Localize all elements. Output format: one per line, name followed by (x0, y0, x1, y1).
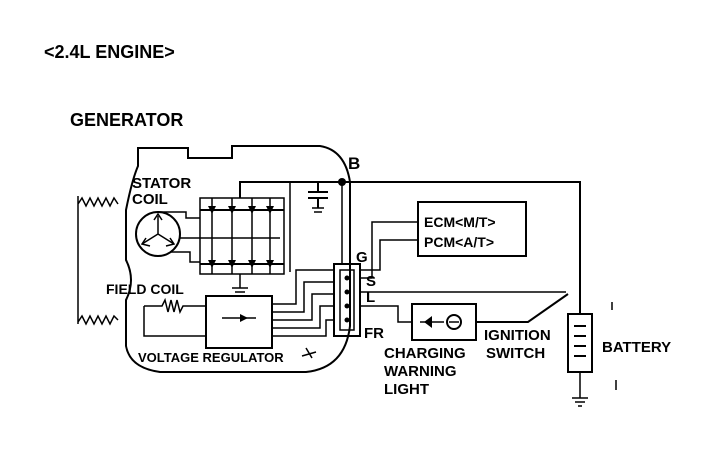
ecm-pcm-box (417, 201, 527, 257)
field-coil-winding-outer (77, 196, 119, 326)
terminal-b-label: B (348, 154, 360, 173)
stator-label-line2: COIL (132, 191, 168, 208)
pcm-label: PCM<A/T> (424, 234, 494, 250)
field-coil-symbol (143, 297, 206, 337)
generator-housing (125, 145, 351, 373)
charging-label-line1: CHARGING (384, 345, 466, 362)
voltage-regulator-box (205, 295, 273, 349)
ecm-label: ECM<M/T> (424, 214, 496, 230)
ignition-label-line2: SWITCH (486, 345, 545, 362)
voltage-regulator-label: VOLTAGE REGULATOR (138, 350, 284, 365)
charging-light-symbol (411, 303, 477, 341)
regulator-diode-arrow (240, 314, 248, 322)
terminal-g-label: G (356, 249, 368, 266)
charging-label-line3: LIGHT (384, 381, 429, 398)
charging-label-line2: WARNING (384, 363, 457, 380)
regulator-ground-mark (301, 347, 317, 359)
generator-label: GENERATOR (70, 110, 183, 130)
battery-label: BATTERY (602, 339, 671, 356)
diagram-title: <2.4L ENGINE> (44, 42, 175, 62)
generator-connector (333, 263, 361, 337)
stator-wires (158, 211, 280, 263)
terminal-fr-label: FR (364, 325, 384, 342)
b-terminal-bus (239, 181, 581, 290)
battery-polarity-marks (611, 302, 617, 390)
regulator-output-wires (272, 269, 334, 337)
g-to-ecm-wire (360, 221, 418, 279)
ignition-label-line1: IGNITION (484, 327, 551, 344)
battery-symbol (567, 313, 593, 407)
stator-label-line1: STATOR (132, 175, 191, 192)
s-l-wires (360, 291, 566, 323)
rectifier-output (289, 182, 343, 272)
capacitor-symbol (308, 182, 328, 213)
terminal-s-label: S (366, 273, 376, 290)
b-terminal-node (338, 178, 346, 186)
terminal-l-label: L (366, 289, 375, 306)
stator-coil-symbol (135, 211, 181, 257)
field-coil-label: FIELD COIL (106, 281, 184, 297)
rectifier-bridge (199, 197, 285, 293)
ignition-switch-symbol (476, 290, 581, 323)
